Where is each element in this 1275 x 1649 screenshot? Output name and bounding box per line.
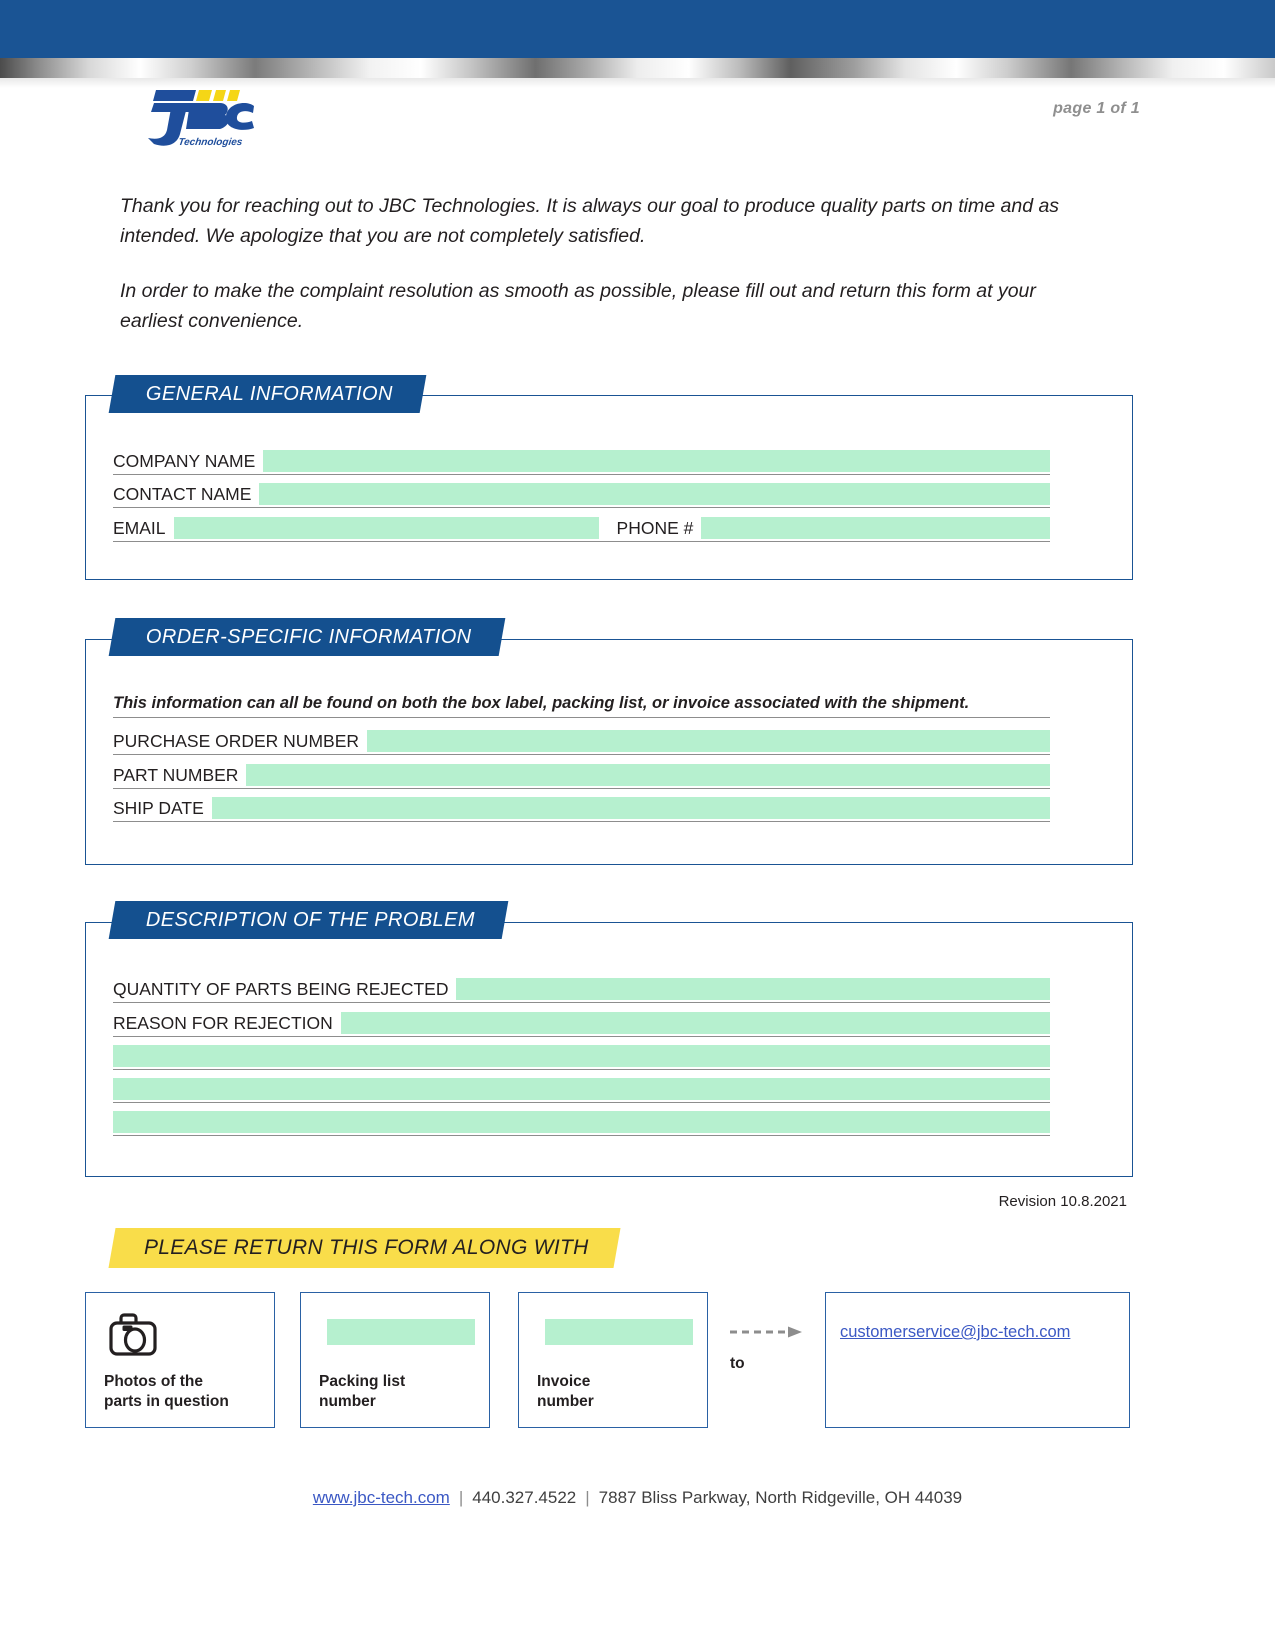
return-item-email-destination[interactable] [825, 1292, 1130, 1428]
field-row-email-phone[interactable]: EMAIL PHONE # [113, 514, 1050, 542]
header-chrome-fade [0, 78, 1275, 88]
camera-icon [108, 1313, 164, 1362]
field-label-email: EMAIL [113, 518, 166, 538]
revision-label: Revision 10.8.2021 [998, 1193, 1127, 1210]
return-item-invoice-line1: Invoice [537, 1372, 591, 1390]
footer-phone: 440.327.4522 [472, 1488, 577, 1507]
field-row-purchase-order-number[interactable]: PURCHASE ORDER NUMBER [113, 727, 1050, 755]
section-title-order-specific-information-label: ORDER-SPECIFIC INFORMATION [146, 625, 472, 648]
section-title-general-information-label: GENERAL INFORMATION [146, 382, 393, 405]
footer: www.jbc-tech.com | 440.327.4522 | 7887 Bliss… [0, 1488, 1275, 1508]
field-label-purchase-order-number: PURCHASE ORDER NUMBER [113, 731, 359, 751]
field-label-part-number: PART NUMBER [113, 765, 239, 785]
section-order-specific-information [85, 639, 1133, 865]
return-item-photos-line1: Photos of the [104, 1372, 204, 1390]
field-label-ship-date: SHIP DATE [113, 798, 204, 818]
field-input-purchase-order-number[interactable] [367, 730, 1050, 752]
intro-paragraph-2: In order to make the complaint resolutio… [120, 280, 1036, 332]
send-to-word: to [730, 1355, 745, 1372]
field-row-reason-line-4[interactable] [113, 1108, 1050, 1136]
field-input-part-number[interactable] [246, 764, 1050, 786]
return-item-photos-line2: parts in question [104, 1393, 229, 1411]
svg-text:Technologies: Technologies [178, 137, 244, 148]
field-input-email[interactable] [173, 517, 599, 539]
footer-address: 7887 Bliss Parkway, North Ridgeville, OH… [598, 1488, 963, 1507]
return-item-photos-label: Photos of the parts in question [104, 1372, 229, 1413]
return-item-invoice-line2: number [537, 1393, 594, 1411]
return-item-photos[interactable]: Photos of the parts in question [85, 1292, 275, 1428]
field-input-reason-line-3[interactable] [113, 1078, 1050, 1100]
header-blue-bar [0, 0, 1275, 58]
field-row-reason-line-3[interactable] [113, 1075, 1050, 1103]
field-label-quantity-rejected: QUANTITY OF PARTS BEING REJECTED [113, 979, 449, 999]
dashed-arrow-right-icon [730, 1325, 808, 1339]
jbc-logo: Technologies [128, 88, 268, 156]
field-label-company-name: COMPANY NAME [113, 451, 256, 471]
field-input-ship-date[interactable] [211, 797, 1050, 819]
header-chrome-bar [0, 58, 1275, 78]
section-title-general-information: GENERAL INFORMATION [108, 375, 427, 413]
return-item-packing-list-label: Packing list number [319, 1372, 405, 1413]
field-input-reason-for-rejection[interactable] [340, 1012, 1050, 1034]
customer-service-email-link[interactable]: customerservice@jbc-tech.com [840, 1323, 1071, 1341]
return-banner: PLEASE RETURN THIS FORM ALONG WITH [108, 1228, 621, 1268]
return-item-invoice[interactable]: Invoice number [518, 1292, 708, 1428]
field-row-reason-line-2[interactable] [113, 1042, 1050, 1070]
invoice-number-input[interactable] [545, 1319, 693, 1345]
field-row-quantity-rejected[interactable]: QUANTITY OF PARTS BEING REJECTED [113, 975, 1050, 1003]
section-title-order-specific-information: ORDER-SPECIFIC INFORMATION [108, 618, 505, 656]
return-item-packing-list-line1: Packing list [319, 1372, 406, 1390]
intro-paragraph-1: Thank you for reaching out to JBC Techno… [120, 195, 1060, 247]
field-input-reason-line-4[interactable] [113, 1111, 1050, 1133]
field-input-reason-line-2[interactable] [113, 1045, 1050, 1067]
field-input-phone[interactable] [701, 517, 1050, 539]
jbc-logo-icon: Technologies [148, 90, 254, 148]
field-input-company-name[interactable] [263, 450, 1050, 472]
footer-website-link[interactable]: www.jbc-tech.com [312, 1488, 450, 1507]
field-label-reason-for-rejection: REASON FOR REJECTION [113, 1013, 333, 1033]
field-row-part-number[interactable]: PART NUMBER [113, 761, 1050, 789]
order-specific-note: This information can all be found on bot… [113, 694, 1050, 718]
field-label-phone: PHONE # [616, 518, 694, 538]
field-label-contact-name: CONTACT NAME [113, 484, 252, 504]
field-row-ship-date[interactable]: SHIP DATE [113, 794, 1050, 822]
return-item-packing-list[interactable]: Packing list number [300, 1292, 490, 1428]
field-row-company-name[interactable]: COMPANY NAME [113, 447, 1050, 475]
field-input-contact-name[interactable] [259, 483, 1050, 505]
return-banner-label: PLEASE RETURN THIS FORM ALONG WITH [144, 1236, 589, 1259]
field-row-reason-for-rejection[interactable]: REASON FOR REJECTION [113, 1009, 1050, 1037]
section-title-description-of-the-problem: DESCRIPTION OF THE PROBLEM [108, 901, 509, 939]
field-row-contact-name[interactable]: CONTACT NAME [113, 480, 1050, 508]
intro-text: Thank you for reaching out to JBC Techno… [120, 192, 1100, 337]
packing-list-number-input[interactable] [327, 1319, 475, 1345]
field-input-quantity-rejected[interactable] [456, 978, 1050, 1000]
footer-separator-2: | [585, 1488, 590, 1507]
footer-separator-1: | [458, 1488, 464, 1507]
section-title-description-of-the-problem-label: DESCRIPTION OF THE PROBLEM [146, 908, 475, 931]
page-indicator: page 1 of 1 [1053, 100, 1140, 117]
return-item-packing-list-line2: number [319, 1393, 376, 1411]
return-item-invoice-label: Invoice number [537, 1372, 594, 1413]
